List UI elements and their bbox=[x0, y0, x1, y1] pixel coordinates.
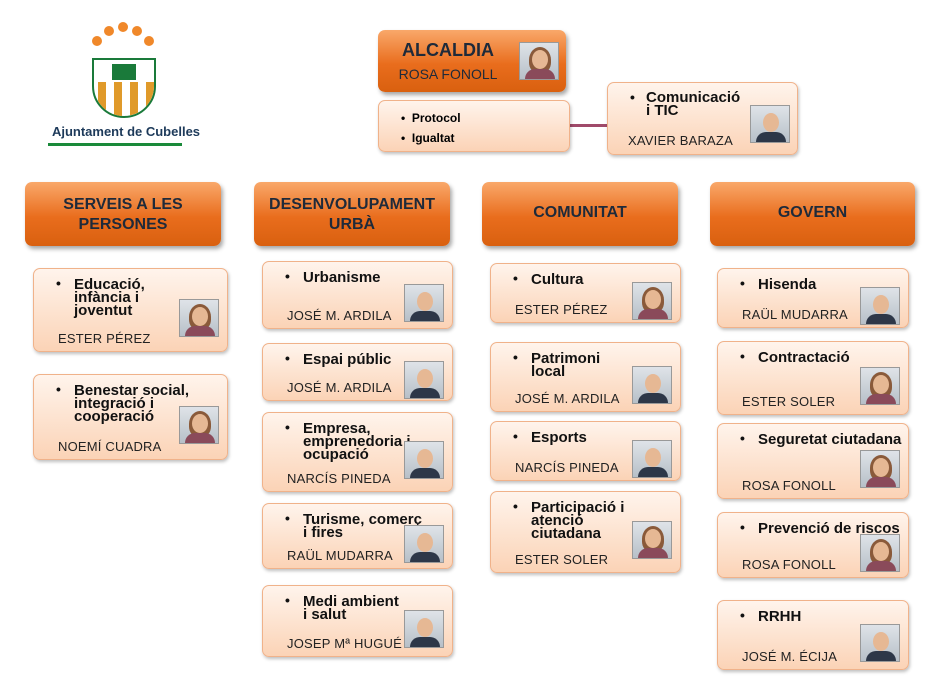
area-person: ESTER PÉREZ bbox=[58, 331, 151, 346]
area-person: ESTER SOLER bbox=[515, 552, 609, 567]
area-title: Hisenda bbox=[758, 276, 817, 293]
person-photo bbox=[632, 440, 672, 478]
person-photo bbox=[860, 287, 900, 325]
area-title: Seguretat ciutadana bbox=[758, 431, 902, 448]
area-person: JOSÉ M. ARDILA bbox=[515, 391, 620, 406]
area-person: JOSÉ M. ARDILA bbox=[287, 380, 392, 395]
area-person: ESTER PÉREZ bbox=[515, 302, 608, 317]
logo-text: Ajuntament de Cubelles bbox=[51, 124, 201, 139]
comunicacio-person: XAVIER BARAZA bbox=[628, 133, 733, 148]
person-photo bbox=[404, 525, 444, 563]
person-photo bbox=[632, 366, 672, 404]
person-photo bbox=[632, 282, 672, 320]
department-header: COMUNITAT bbox=[482, 182, 678, 246]
person-photo bbox=[179, 299, 219, 337]
alcaldia-item-igualtat: • Igualtat bbox=[401, 131, 455, 145]
municipal-logo: Ajuntament de Cubelles bbox=[46, 20, 206, 150]
alcaldia-box: ALCALDIA ROSA FONOLL bbox=[378, 30, 566, 92]
alcaldia-title: ALCALDIA bbox=[402, 40, 494, 60]
person-photo bbox=[860, 534, 900, 572]
person-photo bbox=[404, 284, 444, 322]
area-person: NARCÍS PINEDA bbox=[287, 471, 391, 486]
area-person: NARCÍS PINEDA bbox=[515, 460, 619, 475]
person-photo bbox=[404, 610, 444, 648]
rosa-fonoll-photo bbox=[519, 42, 559, 80]
department-title: COMUNITAT bbox=[533, 204, 627, 221]
alcaldia-item-protocol: • Protocol bbox=[401, 111, 461, 125]
xavier-baraza-photo bbox=[750, 105, 790, 143]
department-title: GOVERN bbox=[777, 204, 848, 221]
area-title: Cultura bbox=[531, 271, 584, 288]
person-photo bbox=[632, 521, 672, 559]
area-person: ESTER SOLER bbox=[742, 394, 836, 409]
alcaldia-person: ROSA FONOLL bbox=[398, 66, 498, 82]
person-photo bbox=[860, 450, 900, 488]
area-person: ROSA FONOLL bbox=[742, 478, 836, 493]
municipal-shield-icon bbox=[92, 58, 156, 118]
person-photo bbox=[860, 367, 900, 405]
area-person: ROSA FONOLL bbox=[742, 557, 836, 572]
area-person: RAÜL MUDARRA bbox=[742, 307, 848, 322]
area-person: JOSEP Mª HUGUÉ bbox=[287, 636, 403, 651]
person-photo bbox=[404, 441, 444, 479]
department-header: GOVERN bbox=[710, 182, 915, 246]
area-person: RAÜL MUDARRA bbox=[287, 548, 393, 563]
area-title: Espai públic bbox=[303, 351, 392, 368]
area-title: Urbanisme bbox=[303, 269, 381, 286]
person-photo bbox=[860, 624, 900, 662]
area-title: RRHH bbox=[758, 608, 802, 625]
area-person: NOEMÍ CUADRA bbox=[58, 439, 162, 454]
connector-line bbox=[568, 124, 608, 127]
area-person: JOSÉ M. ÉCIJA bbox=[742, 649, 838, 664]
alcaldia-items-box: • Protocol • Igualtat bbox=[378, 100, 570, 152]
person-photo bbox=[404, 361, 444, 399]
area-title: Contractació bbox=[758, 349, 850, 366]
area-person: JOSÉ M. ARDILA bbox=[287, 308, 392, 323]
area-title: Prevenció de riscos bbox=[758, 520, 900, 537]
person-photo bbox=[179, 406, 219, 444]
area-title: Esports bbox=[531, 429, 587, 446]
